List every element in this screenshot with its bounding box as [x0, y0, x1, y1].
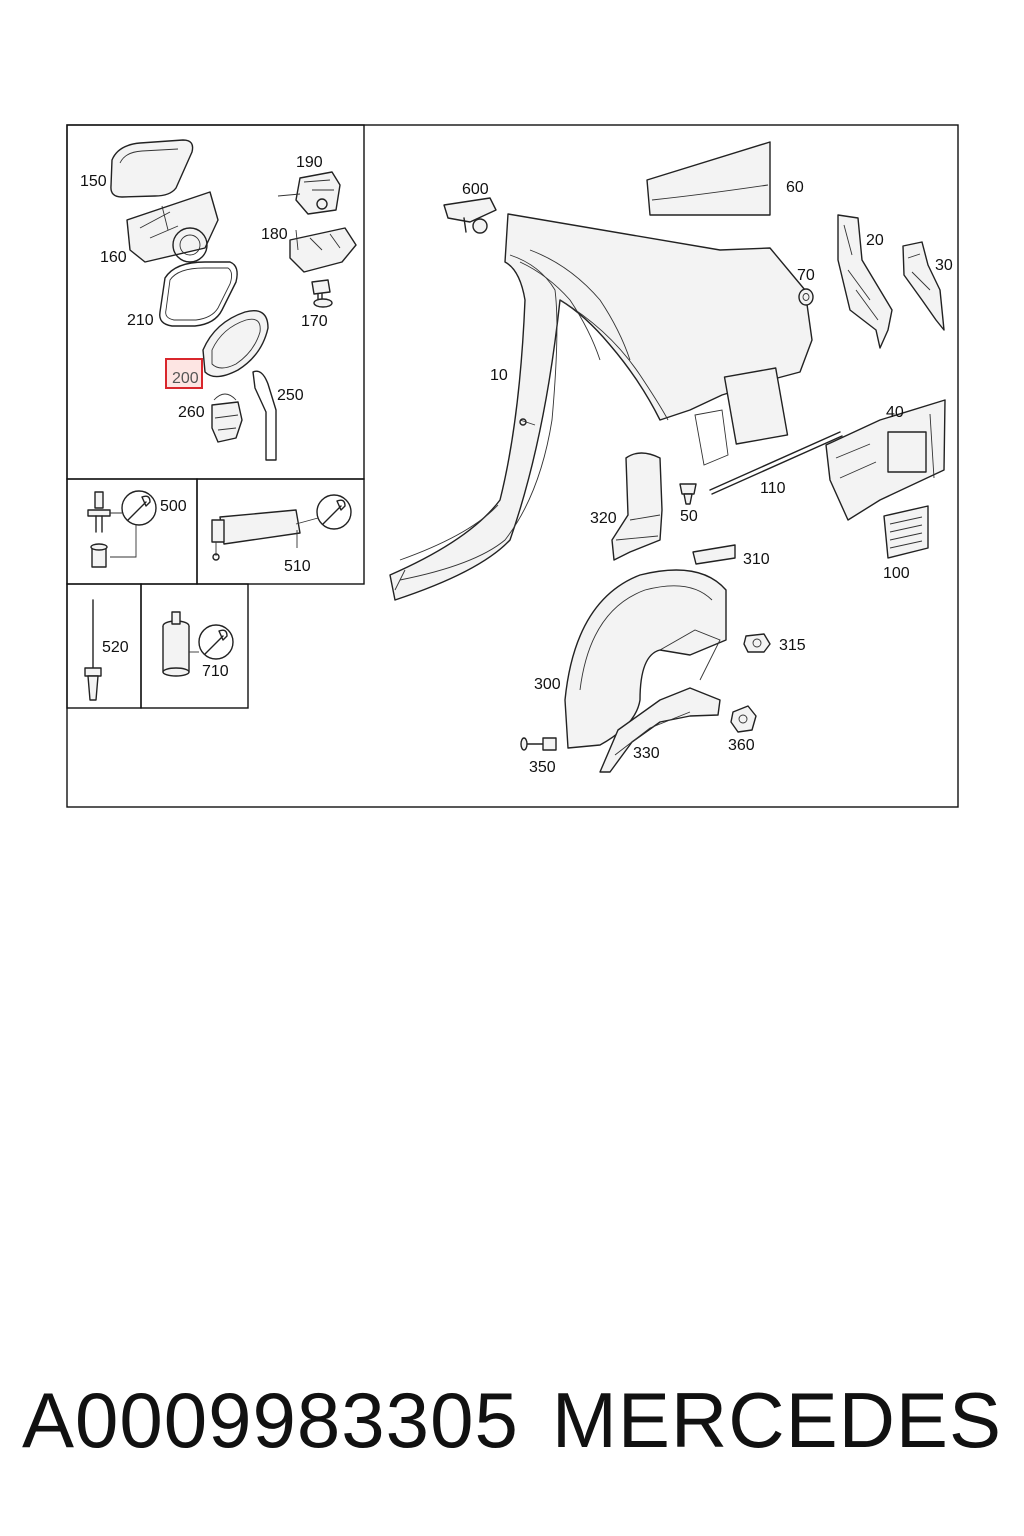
bolt-500: [87, 491, 111, 568]
bracket-600: [443, 197, 497, 234]
callout-710: 710: [202, 663, 229, 680]
callout-510: 510: [284, 558, 311, 575]
air-vent-100: [883, 505, 929, 559]
actuator-190: [277, 171, 341, 215]
callout-20: 20: [866, 232, 884, 249]
trim-strip-60: [646, 141, 771, 216]
part-number: A0009983305: [22, 1376, 519, 1464]
sealant-tube-510: [211, 509, 301, 561]
callout-500: 500: [160, 498, 187, 515]
wrench-icon-510: [295, 494, 352, 548]
clip-50: [679, 483, 697, 505]
callout-190: 190: [296, 154, 323, 171]
callout-100: 100: [883, 565, 910, 582]
product-caption: A0009983305 MERCEDES: [0, 1370, 1024, 1470]
actuator-180: [289, 227, 357, 273]
repair-kit-panel-510: [196, 478, 365, 585]
callout-40: 40: [886, 404, 904, 421]
brand-name: MERCEDES: [551, 1376, 1002, 1464]
wrench-icon-710: [189, 624, 234, 660]
callout-70: 70: [797, 267, 815, 284]
repair-kit-panel-500: [66, 478, 198, 585]
pad-310: [692, 544, 736, 565]
callout-150: 150: [80, 173, 107, 190]
repair-kit-panel-710: [140, 583, 249, 709]
seal-210: [159, 261, 238, 327]
bolt-170: [311, 279, 333, 308]
callout-50: 50: [680, 508, 698, 525]
reinforcement-20: [837, 214, 893, 349]
part-200-highlight: [165, 358, 203, 389]
clip-260: [211, 393, 243, 443]
callout-315: 315: [779, 637, 806, 654]
callout-300: 300: [534, 676, 561, 693]
callout-360: 360: [728, 737, 755, 754]
callout-30: 30: [935, 257, 953, 274]
washer-70: [798, 288, 814, 306]
side-panel-10: [389, 213, 813, 601]
callout-260: 260: [178, 404, 205, 421]
callout-250: 250: [277, 387, 304, 404]
fuel-filler-housing-160: [126, 191, 219, 263]
callout-210: 210: [127, 312, 154, 329]
parts-diagram: 150 190 600 60 20 30 180 160 70 210 170 …: [66, 124, 959, 808]
liner-part-330: [599, 687, 721, 773]
callout-180: 180: [261, 226, 288, 243]
wheel-arch-liner-300: [564, 569, 727, 749]
callout-10: 10: [490, 367, 508, 384]
screw-350: [520, 737, 557, 751]
callout-600: 600: [462, 181, 489, 198]
liner-part-320: [611, 452, 663, 561]
callout-170: 170: [301, 313, 328, 330]
callout-330: 330: [633, 745, 660, 762]
wrench-icon-500: [110, 490, 157, 558]
callout-320: 320: [590, 510, 617, 527]
callout-160: 160: [100, 249, 127, 266]
callout-60: 60: [786, 179, 804, 196]
adhesive-can-710: [162, 611, 190, 677]
rivet-520: [84, 599, 102, 701]
seal-strip-110: [709, 431, 843, 495]
callout-350: 350: [529, 759, 556, 776]
callout-310: 310: [743, 551, 770, 568]
nut-315: [743, 633, 771, 653]
callout-200: 200: [172, 370, 199, 387]
hose-250: [252, 370, 277, 461]
callout-110: 110: [760, 480, 786, 497]
panel-40: [825, 399, 946, 521]
gasket-200: [202, 310, 269, 378]
fuel-flap-150: [110, 139, 194, 198]
nut-360: [730, 705, 757, 733]
callout-520: 520: [102, 639, 129, 656]
bracket-30: [902, 241, 945, 331]
